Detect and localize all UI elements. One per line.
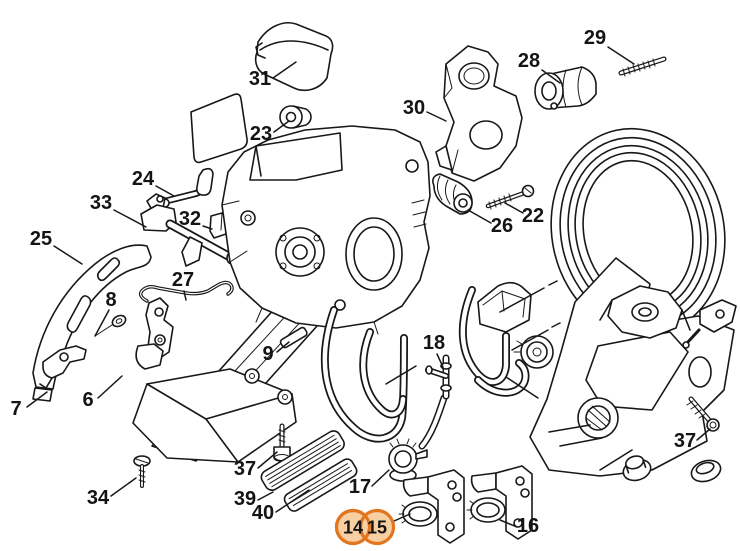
leader-line bbox=[97, 375, 123, 399]
pad-39 bbox=[260, 430, 345, 491]
pad-40 bbox=[283, 458, 358, 512]
part-label-18: 18 bbox=[423, 332, 445, 354]
part-label-7: 7 bbox=[10, 398, 21, 420]
leader-line bbox=[257, 451, 278, 469]
sleeve-28 bbox=[534, 66, 597, 110]
part-label-23: 23 bbox=[250, 123, 272, 145]
fuel-tank-housing bbox=[132, 368, 297, 463]
leader-line bbox=[505, 376, 539, 399]
screw-34 bbox=[133, 455, 151, 488]
part-label-26: 26 bbox=[491, 215, 513, 237]
leader-line bbox=[548, 280, 558, 286]
strip-9 bbox=[279, 326, 308, 349]
leader-line bbox=[467, 209, 492, 224]
top-cover-31 bbox=[254, 22, 334, 92]
leader-line bbox=[110, 477, 137, 497]
tank-vent-17 bbox=[388, 438, 428, 482]
leader-line bbox=[371, 469, 390, 487]
crankcase-housing bbox=[221, 125, 431, 335]
part-label-34: 34 bbox=[87, 487, 110, 509]
leader-line bbox=[276, 341, 290, 353]
leader-line bbox=[541, 69, 561, 84]
part-label-8: 8 bbox=[105, 289, 116, 311]
leader-line bbox=[272, 61, 297, 79]
leader-line bbox=[511, 329, 549, 351]
leader-line bbox=[94, 309, 110, 337]
screw-37-right bbox=[686, 396, 720, 432]
rear-frame-bracket bbox=[529, 257, 735, 477]
leader-line bbox=[499, 287, 545, 313]
part-label-37: 37 bbox=[234, 458, 256, 480]
leader-line bbox=[53, 245, 83, 265]
t-connector-18 bbox=[425, 354, 452, 400]
part-label-32: 32 bbox=[179, 208, 201, 230]
shroud-cover bbox=[477, 281, 532, 333]
cap-plug bbox=[690, 459, 722, 483]
part-label-39: 39 bbox=[234, 488, 256, 510]
leader-line bbox=[426, 111, 447, 122]
clip-8 bbox=[94, 314, 127, 337]
part-label-29: 29 bbox=[584, 27, 606, 49]
part-label-28: 28 bbox=[518, 50, 540, 72]
screw-22 bbox=[485, 184, 535, 210]
trigger-7 bbox=[39, 345, 87, 389]
leader-line bbox=[385, 365, 417, 385]
part-label-9: 9 bbox=[262, 343, 273, 365]
part-label-40: 40 bbox=[252, 502, 274, 524]
part-label-37: 37 bbox=[674, 430, 696, 452]
lever-24 bbox=[160, 167, 214, 208]
bracket-30 bbox=[435, 45, 523, 182]
leader-line bbox=[202, 225, 213, 230]
leader-line bbox=[155, 185, 175, 197]
round-grommet bbox=[513, 335, 554, 369]
highlight-badge-ring bbox=[334, 508, 372, 546]
highlight-badge-label-15: 15 bbox=[367, 518, 387, 538]
latch-part bbox=[682, 299, 737, 349]
leader-line bbox=[257, 491, 274, 501]
leader-line bbox=[551, 322, 561, 328]
leader-line bbox=[113, 209, 147, 228]
part-label-6: 6 bbox=[82, 389, 93, 411]
leader-line bbox=[273, 120, 290, 133]
part-label-22: 22 bbox=[522, 205, 544, 227]
leader-line bbox=[696, 428, 711, 441]
leader-line bbox=[183, 290, 187, 301]
part-label-17: 17 bbox=[349, 476, 371, 498]
leader-line bbox=[26, 391, 48, 408]
leader-line bbox=[275, 489, 310, 513]
part-label-16: 16 bbox=[517, 515, 539, 537]
fuel-hoses bbox=[320, 286, 530, 450]
spring-rod-27 bbox=[138, 280, 234, 303]
leader-line bbox=[499, 519, 518, 528]
loop-handle-clamp bbox=[599, 285, 691, 339]
part-label-33: 33 bbox=[90, 192, 112, 214]
gasket-sheet bbox=[190, 93, 248, 164]
stud-29 bbox=[618, 56, 667, 77]
av-buffer-26 bbox=[432, 173, 473, 215]
hose-clamp-14-15 bbox=[398, 469, 465, 544]
leader-line bbox=[436, 353, 444, 368]
interlock-6 bbox=[135, 297, 174, 370]
part-label-27: 27 bbox=[172, 269, 194, 291]
leader-line bbox=[393, 513, 411, 522]
highlight-badge-label-14: 14 bbox=[343, 518, 363, 538]
switch-shaft-33 bbox=[140, 193, 236, 267]
part-label-25: 25 bbox=[30, 228, 52, 250]
leader-line bbox=[504, 202, 524, 214]
grommet-23 bbox=[279, 105, 312, 129]
hose-clamp-16 bbox=[466, 465, 533, 540]
part-label-31: 31 bbox=[249, 68, 271, 90]
part-label-24: 24 bbox=[132, 168, 155, 190]
leader-line bbox=[607, 46, 635, 65]
cap-plug bbox=[622, 455, 652, 482]
part-label-30: 30 bbox=[403, 97, 425, 119]
